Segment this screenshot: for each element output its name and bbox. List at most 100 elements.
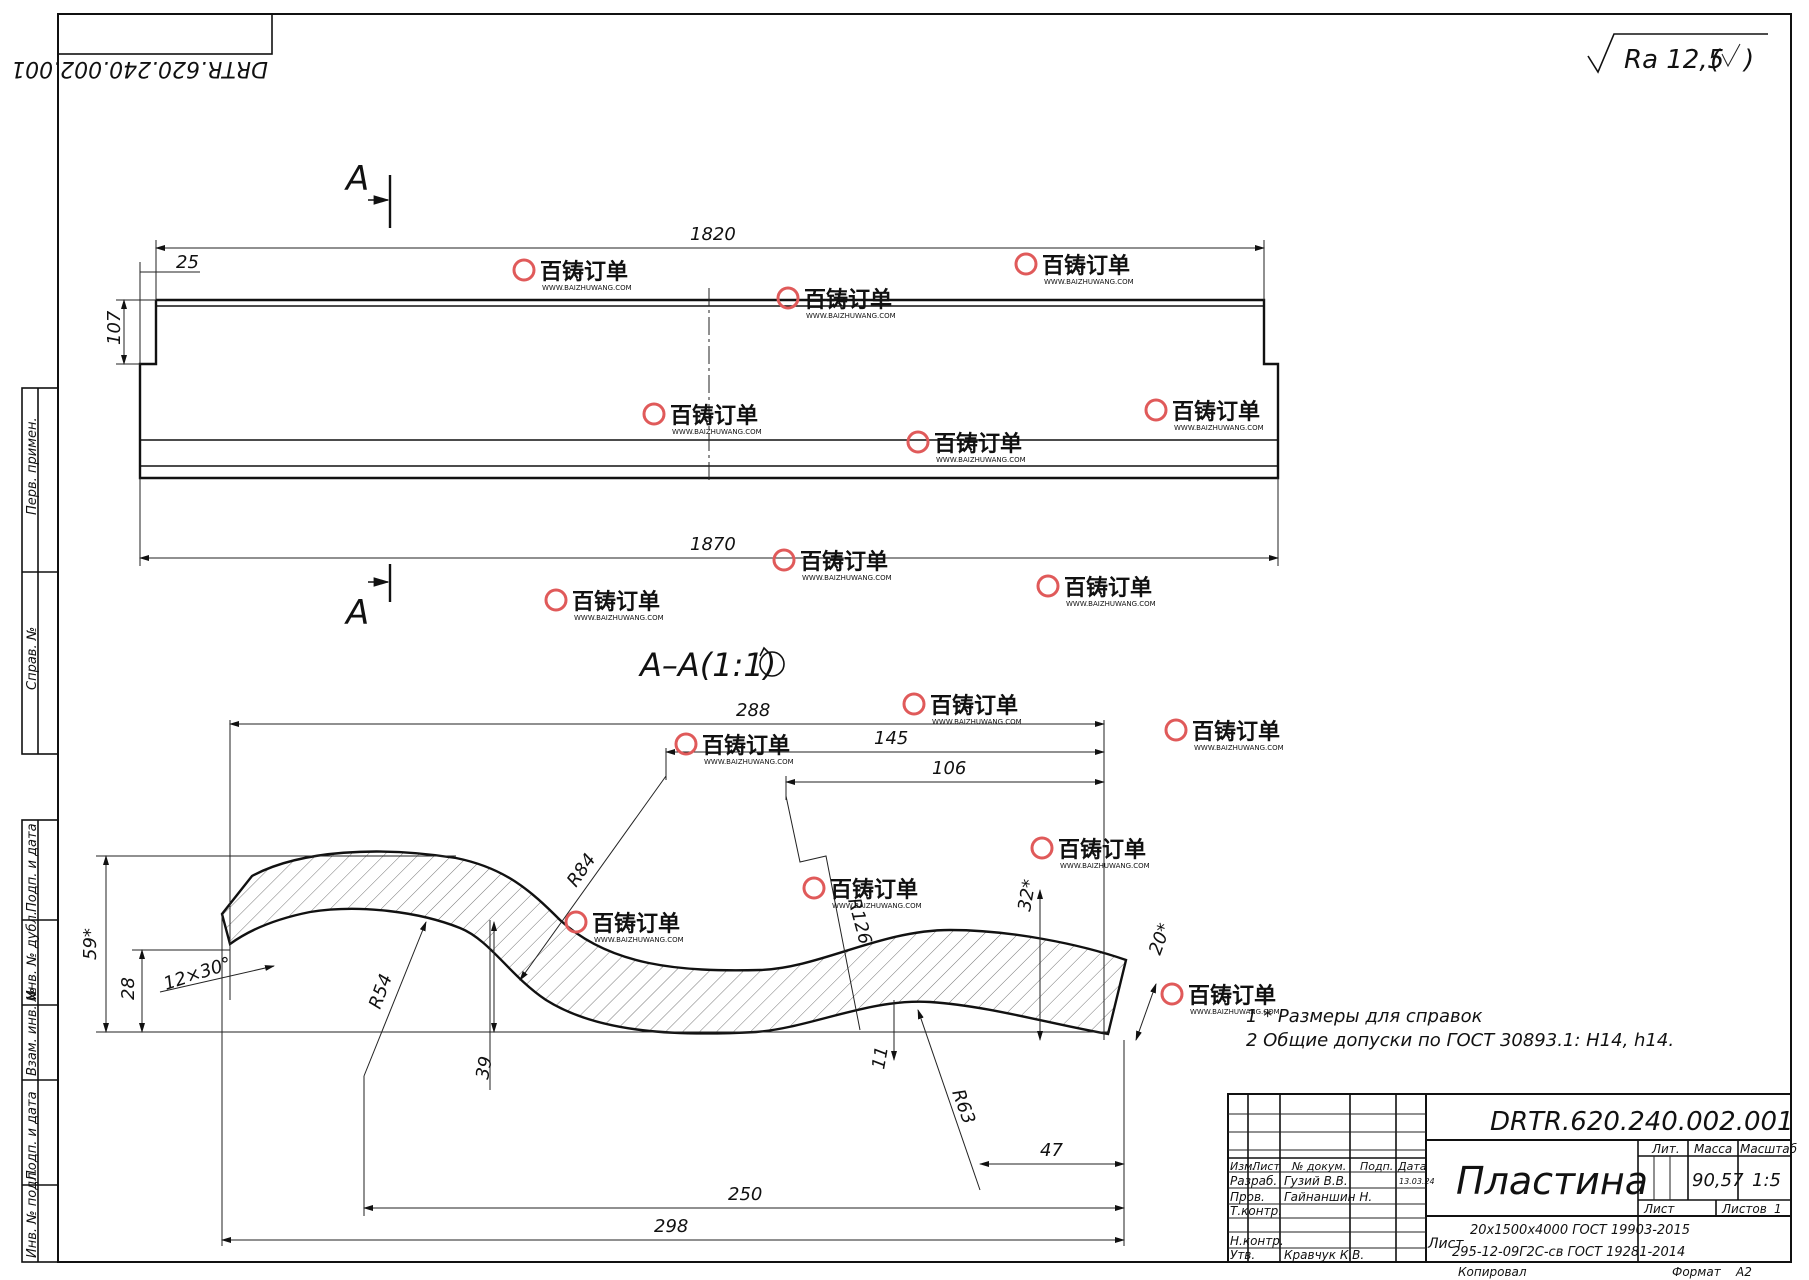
part-name: Пластина	[1456, 1159, 1648, 1203]
name-prov: Гайнаншин Н.	[1284, 1190, 1372, 1204]
date-value: 13.03.24	[1399, 1177, 1435, 1186]
watermark: 百铸订单 WWW.BAIZHUWANG.COM	[1160, 982, 1280, 1016]
roughness-label: Ra 12,5	[1624, 45, 1724, 75]
dim-107: 107	[104, 310, 125, 345]
svg-text:百铸订单: 百铸订单	[1058, 837, 1146, 863]
svg-text:Дата: Дата	[1397, 1160, 1427, 1173]
watermark: 百铸订单 WWW.BAIZHUWANG.COM	[512, 258, 632, 292]
side-stamp-strip: Перв. примен. Справ. № Подп. и дата Инв.…	[21, 387, 59, 1263]
section-profile	[220, 850, 1128, 1036]
note-2: 2 Общие допуски по ГОСТ 30893.1: H14, h1…	[1246, 1030, 1674, 1051]
svg-text:百铸订单: 百铸订单	[592, 911, 680, 937]
svg-text:WWW.BAIZHUWANG.COM: WWW.BAIZHUWANG.COM	[1190, 1008, 1280, 1016]
svg-text:Изм.: Изм.	[1230, 1160, 1256, 1173]
svg-text:百铸订单: 百铸订单	[572, 589, 660, 615]
role-tkontr: Т.контр.	[1230, 1204, 1282, 1218]
scale-value: 1:5	[1752, 1170, 1781, 1191]
watermark: 百铸订单 WWW.BAIZHUWANG.COM	[1144, 398, 1264, 432]
watermark: 百铸订单 WWW.BAIZHUWANG.COM	[802, 876, 922, 910]
svg-text:WWW.BAIZHUWANG.COM: WWW.BAIZHUWANG.COM	[1060, 862, 1150, 870]
stamp-podp-data-2: Подп. и дата	[25, 1091, 40, 1180]
watermark: 百铸订单 WWW.BAIZHUWANG.COM	[674, 732, 794, 766]
dim-145: 145	[874, 728, 908, 749]
svg-text:百铸订单: 百铸订单	[800, 549, 888, 575]
role-nkontr: Н.контр.	[1230, 1234, 1284, 1248]
svg-text:Масштаб: Масштаб	[1740, 1142, 1798, 1156]
dim-106: 106	[932, 758, 966, 779]
svg-text:Масса: Масса	[1694, 1142, 1732, 1156]
svg-text:Лит.: Лит.	[1651, 1142, 1680, 1156]
stamp-inv-dubl: Инв. № дубл.	[25, 911, 40, 1000]
svg-text:WWW.BAIZHUWANG.COM: WWW.BAIZHUWANG.COM	[704, 758, 794, 766]
svg-text:百铸订单: 百铸订单	[1172, 399, 1260, 425]
watermark: 百铸订单 WWW.BAIZHUWANG.COM	[544, 588, 664, 622]
technical-notes: 1 * Размеры для справок 2 Общие допуски …	[1246, 1006, 1674, 1051]
svg-text:百铸订单: 百铸订单	[1192, 719, 1280, 745]
svg-text:1: 1	[1774, 1202, 1782, 1216]
svg-text:百铸订单: 百铸订单	[540, 259, 628, 285]
svg-text:WWW.BAIZHUWANG.COM: WWW.BAIZHUWANG.COM	[542, 284, 632, 292]
role-utv: Утв.	[1230, 1248, 1255, 1262]
stamp-vzam-inv: Взам. инв. №	[25, 988, 40, 1076]
watermark: 百铸订单 WWW.BAIZHUWANG.COM	[902, 692, 1022, 726]
section-view: A–A(1:1) 288 145 106 R84 R126 R54 R63 59…	[80, 646, 1176, 1246]
watermarks: 百铸订单 WWW.BAIZHUWANG.COM 百铸订单 WWW.BAIZHUW…	[512, 252, 1284, 1016]
svg-text:WWW.BAIZHUWANG.COM: WWW.BAIZHUWANG.COM	[574, 614, 664, 622]
svg-text:百铸订单: 百铸订单	[930, 693, 1018, 719]
role-prov: Пров.	[1230, 1190, 1265, 1204]
dim-250: 250	[728, 1184, 762, 1205]
plan-view: A 1820 25 107 1870 A	[104, 159, 1280, 633]
material-line-1: 20х1500х4000 ГОСТ 19903-2015	[1470, 1223, 1690, 1238]
svg-text:WWW.BAIZHUWANG.COM: WWW.BAIZHUWANG.COM	[1044, 278, 1134, 286]
dim-28: 28	[118, 977, 139, 1000]
dim-1870: 1870	[690, 534, 736, 555]
mass-value: 90,57	[1692, 1170, 1744, 1191]
dim-32: 32*	[1014, 878, 1040, 913]
svg-text:(: (	[1710, 45, 1722, 75]
stamp-podp-data-1: Подп. и дата	[25, 823, 40, 912]
watermark: 百铸订单 WWW.BAIZHUWANG.COM	[776, 286, 896, 320]
dim-r63: R63	[947, 1087, 979, 1127]
format-label: Формат	[1672, 1265, 1722, 1279]
dim-25: 25	[176, 252, 199, 273]
material-line-2: 295-12-09Г2С-св ГОСТ 19281-2014	[1452, 1245, 1685, 1260]
svg-text:Лист: Лист	[1643, 1202, 1675, 1216]
roughness-symbol: Ra 12,5 ( )	[1587, 33, 1768, 75]
section-mark-bottom: A	[344, 593, 369, 633]
dim-1820: 1820	[690, 224, 736, 245]
svg-text:WWW.BAIZHUWANG.COM: WWW.BAIZHUWANG.COM	[932, 718, 1022, 726]
svg-text:Лист: Лист	[1251, 1160, 1280, 1173]
role-razrab: Разраб.	[1230, 1174, 1277, 1188]
dim-39: 39	[472, 1055, 497, 1081]
svg-text:百铸订单: 百铸订单	[702, 733, 790, 759]
title-block: DRTR.620.240.002.001 Пластина Изм. Лист …	[1227, 1093, 1798, 1279]
dim-288: 288	[736, 700, 770, 721]
watermark: 百铸订单 WWW.BAIZHUWANG.COM	[1164, 718, 1284, 752]
watermark: 百铸订单 WWW.BAIZHUWANG.COM	[906, 430, 1026, 464]
dim-r84: R84	[563, 850, 601, 891]
watermark: 百铸订单 WWW.BAIZHUWANG.COM	[642, 402, 762, 436]
designation: DRTR.620.240.002.001	[1490, 1107, 1794, 1137]
stamp-inv-podl: Инв. № подл.	[25, 1168, 40, 1258]
section-mark-top: A	[344, 159, 369, 199]
watermark: 百铸订单 WWW.BAIZHUWANG.COM	[564, 910, 684, 944]
mirrored-number-box: DRTR.620.240.002.001	[11, 13, 273, 81]
svg-text:Подп.: Подп.	[1360, 1160, 1393, 1173]
svg-text:WWW.BAIZHUWANG.COM: WWW.BAIZHUWANG.COM	[806, 312, 896, 320]
dim-chamfer: 12×30°	[161, 953, 234, 995]
svg-text:WWW.BAIZHUWANG.COM: WWW.BAIZHUWANG.COM	[936, 456, 1026, 464]
svg-text:百铸订单: 百铸订单	[1042, 253, 1130, 279]
copied-label: Копировал	[1458, 1265, 1527, 1279]
dim-47: 47	[1040, 1140, 1063, 1161]
dim-11: 11	[868, 1045, 893, 1071]
note-1: 1 * Размеры для справок	[1246, 1006, 1483, 1027]
section-title: A–A(1:1)	[638, 646, 776, 684]
svg-text:百铸订单: 百铸订单	[804, 287, 892, 313]
stamp-perv-primen: Перв. примен.	[25, 417, 40, 515]
name-utv: Кравчук К.В.	[1284, 1248, 1364, 1262]
svg-text:百铸订单: 百铸订单	[934, 431, 1022, 457]
svg-text:WWW.BAIZHUWANG.COM: WWW.BAIZHUWANG.COM	[672, 428, 762, 436]
svg-text:百铸订单: 百铸订单	[1188, 983, 1276, 1009]
material-prefix: Лист	[1427, 1236, 1464, 1252]
